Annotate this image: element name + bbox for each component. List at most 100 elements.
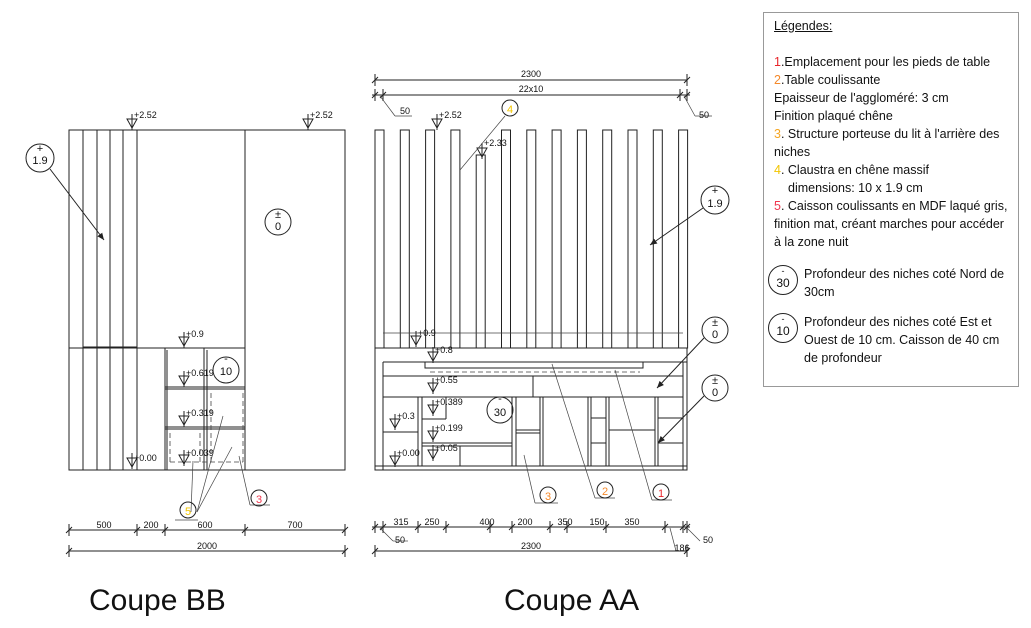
legend-item-2-thickness: Epaisseur de l'aggloméré: 3 cm — [774, 91, 949, 105]
dimension-tick-slash — [508, 523, 516, 531]
bb-callout-5: 5 — [175, 415, 233, 521]
aa-bottom-dimensions: 315 250 400 200 350 150 350 50 2300 186 … — [371, 517, 713, 557]
dimension-tick-slash — [602, 523, 610, 531]
legend-symbol-30: 30 Profondeur des niches coté Nord de 30… — [768, 254, 1012, 301]
coupe-aa: +2.52 +2.33 +0.9 +0.8 +0.55 +0.389 +0.3 … — [371, 69, 730, 617]
svg-text:50: 50 — [395, 535, 405, 545]
svg-text:-: - — [224, 353, 228, 365]
claustra-slat — [678, 129, 689, 349]
level-label: +0.9 — [418, 328, 436, 338]
depth-symbol: 30 — [768, 254, 798, 295]
svg-text:-: - — [498, 393, 502, 405]
svg-text:315: 315 — [393, 517, 408, 527]
svg-text:±: ± — [712, 375, 718, 387]
level-label: +0.039 — [186, 448, 214, 458]
dimension-tick-slash — [442, 523, 450, 531]
aa-level-markers: +2.52 +2.33 +0.9 +0.8 +0.55 +0.389 +0.3 … — [389, 110, 507, 467]
svg-text:50: 50 — [703, 535, 713, 545]
coupe-bb: +2.52 +2.52 +0.9 +0.619 +0.319 +0.039 +0… — [25, 110, 349, 617]
dimension-tick-slash — [679, 523, 687, 531]
svg-text:250: 250 — [424, 517, 439, 527]
svg-text:+: + — [712, 185, 718, 197]
svg-text:3: 3 — [256, 494, 262, 506]
svg-text:1.9: 1.9 — [707, 198, 722, 210]
aa-callout-3: 3 — [523, 454, 558, 504]
svg-text:350: 350 — [557, 517, 572, 527]
svg-text:1: 1 — [658, 488, 664, 500]
svg-text:0: 0 — [712, 387, 718, 399]
level-label: +0.8 — [435, 345, 453, 355]
depth-symbol: 10 — [768, 302, 798, 343]
level-label: +0.3 — [397, 411, 415, 421]
dimension-tick-slash — [563, 523, 571, 531]
dimension-tick-slash — [414, 523, 422, 531]
legend-item-1: 1.Emplacement pour les pieds de table — [774, 55, 991, 69]
claustra-slat — [425, 129, 436, 349]
level-label: +0.319 — [186, 408, 214, 418]
claustra-slat — [602, 129, 613, 349]
bb-depth-marker: - 10 — [212, 353, 240, 384]
level-label: +0.389 — [435, 397, 463, 407]
svg-text:2300: 2300 — [521, 541, 541, 551]
bb-cabinet — [137, 347, 246, 471]
aa-level-zero-marker-a: ± 0 — [656, 316, 729, 389]
legend-symbol-10: 10 Profondeur des niches coté Est et Oue… — [768, 302, 1012, 367]
legend-item-2-finish: Finition plaqué chêne — [774, 109, 893, 123]
svg-text:2: 2 — [602, 486, 608, 498]
aa-callout-4: 4 — [459, 99, 519, 171]
svg-text:2000: 2000 — [197, 541, 217, 551]
dimension-tick-slash — [486, 523, 494, 531]
legend-item-4-dimensions: dimensions: 10 x 1.9 cm — [788, 181, 923, 195]
claustra-slat — [501, 129, 511, 349]
aa-depth-marker: - 30 — [486, 393, 514, 424]
claustra-slat — [526, 129, 537, 349]
svg-text:2300: 2300 — [521, 69, 541, 79]
aa-slat-thickness-marker: + 1.9 — [649, 185, 730, 246]
svg-text:186: 186 — [674, 543, 689, 553]
svg-text:200: 200 — [143, 520, 158, 530]
level-label: +0.05 — [435, 443, 458, 453]
svg-text:5: 5 — [185, 506, 191, 518]
svg-text:4: 4 — [507, 104, 513, 116]
aa-callout-2: 2 — [551, 363, 615, 499]
svg-text:±: ± — [275, 209, 281, 221]
legend-title: Légendes: — [774, 19, 833, 33]
bb-slats — [69, 130, 246, 470]
level-label: +0.619 — [186, 368, 214, 378]
claustra-slat — [450, 129, 461, 349]
aa-top-dimensions: 2300 22x10 50 50 — [371, 69, 712, 120]
svg-text:22x10: 22x10 — [519, 84, 544, 94]
level-label: +2.33 — [484, 138, 507, 148]
claustra-slat — [399, 129, 410, 349]
legend-item-3: 3. Structure porteuse du lit à l'arrière… — [774, 127, 1000, 159]
legend-item-2: 2.Table coulissante — [774, 73, 881, 87]
level-label: +2.52 — [439, 110, 462, 120]
svg-text:0: 0 — [712, 329, 718, 341]
dimension-tick-slash — [661, 523, 669, 531]
bb-slat-thickness-marker: + 1.9 — [25, 143, 105, 241]
coupe-aa-title: Coupe AA — [504, 584, 639, 617]
svg-text:+: + — [37, 143, 43, 155]
dimension-tick-slash — [371, 523, 379, 531]
bb-callout-3: 3 — [238, 455, 270, 507]
claustra-slat — [627, 129, 638, 349]
svg-text:500: 500 — [96, 520, 111, 530]
svg-text:400: 400 — [479, 517, 494, 527]
claustra-slat — [576, 129, 587, 349]
level-label: +0.55 — [435, 375, 458, 385]
legend-item-5: 5. Caisson coulissants en MDF laqué gris… — [774, 199, 1008, 249]
dimension-tick-slash — [683, 523, 691, 531]
level-label: +0.9 — [186, 329, 204, 339]
svg-text:350: 350 — [624, 517, 639, 527]
svg-text:1.9: 1.9 — [32, 155, 47, 167]
bb-dimensions: 500 200 600 700 2000 — [65, 520, 349, 557]
claustra-slat — [551, 129, 562, 349]
svg-text:3: 3 — [545, 491, 551, 503]
coupe-bb-title: Coupe BB — [89, 584, 226, 617]
svg-text:±: ± — [712, 317, 718, 329]
aa-callout-1: 1 — [614, 369, 672, 501]
svg-text:600: 600 — [197, 520, 212, 530]
svg-text:30: 30 — [494, 407, 506, 419]
svg-text:200: 200 — [517, 517, 532, 527]
